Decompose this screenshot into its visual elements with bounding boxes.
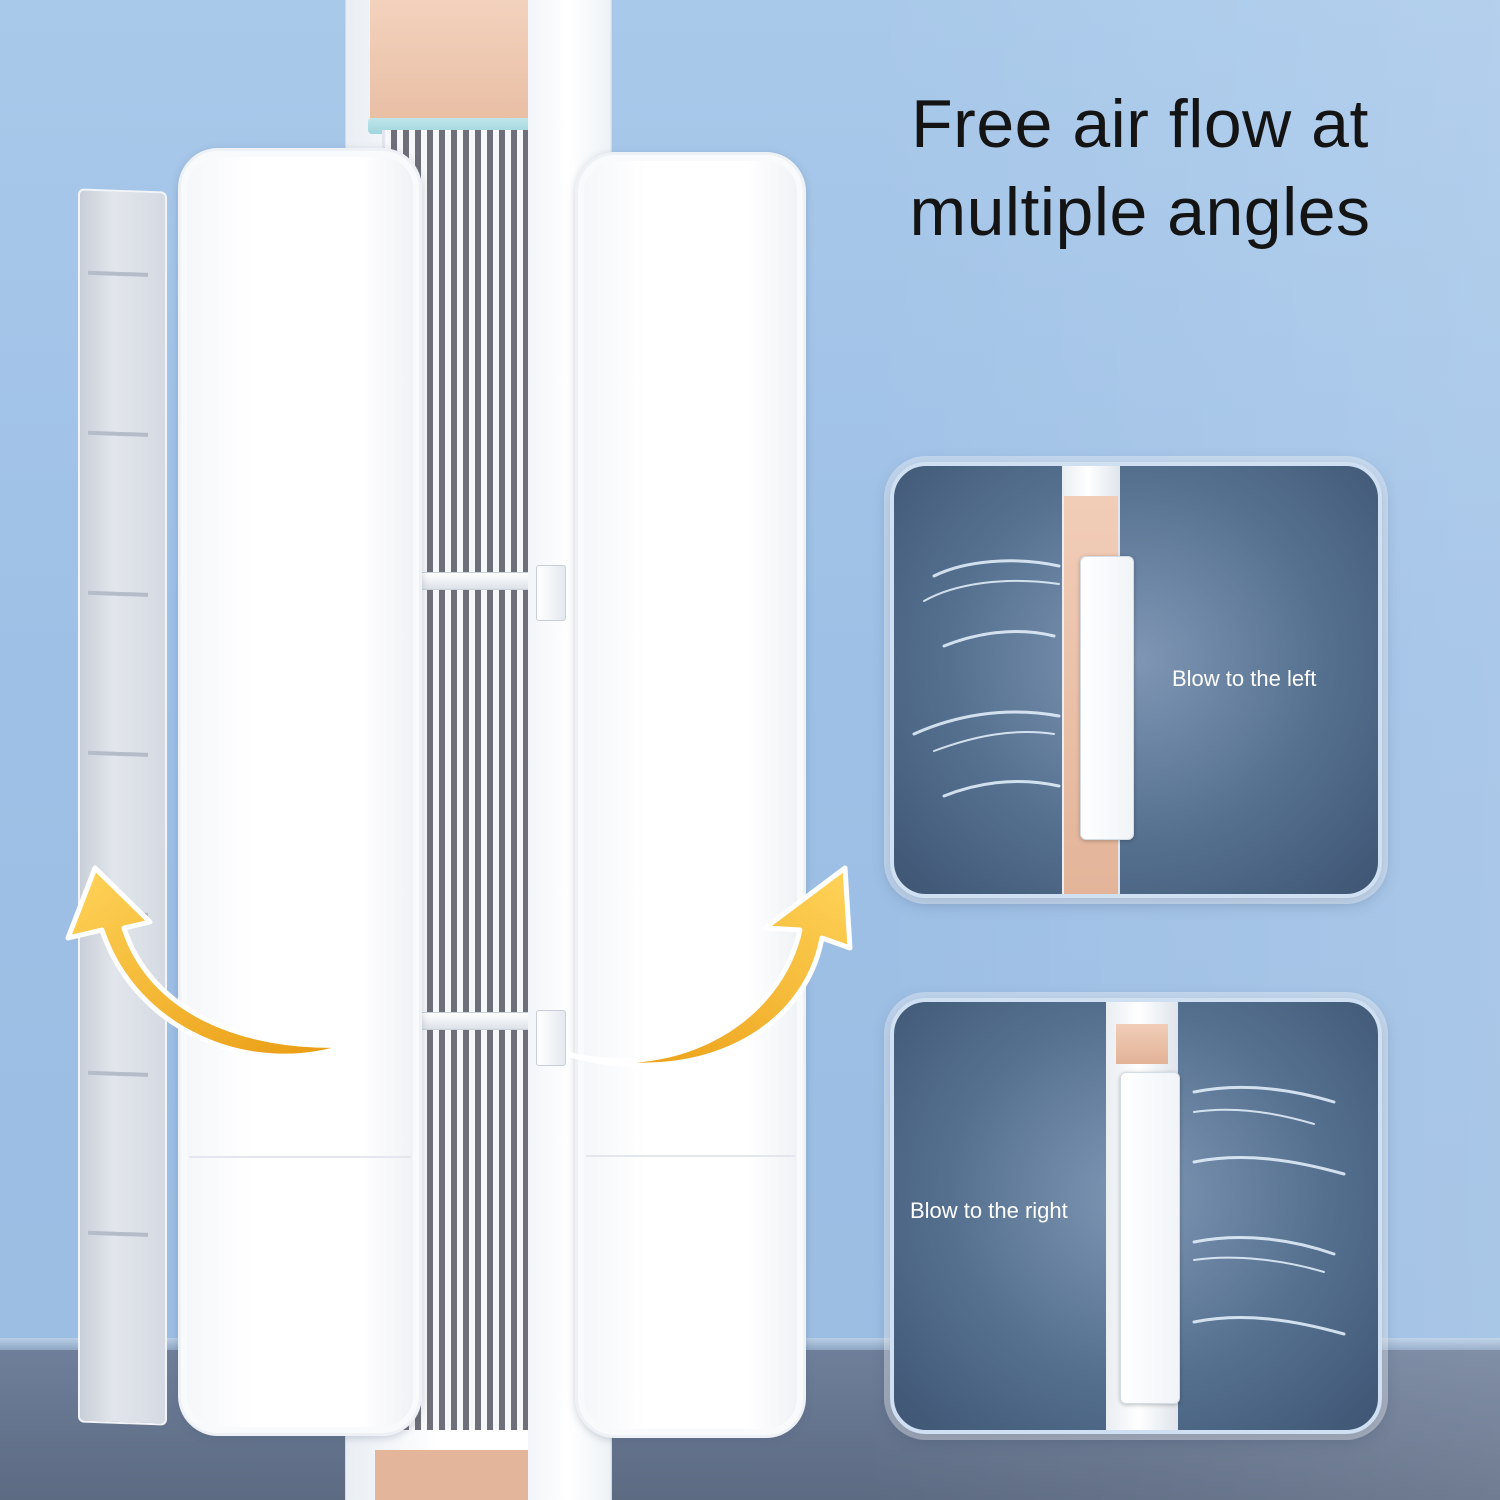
- ac-copper-top: [370, 0, 535, 130]
- headline: Free air flow at multiple angles: [860, 80, 1420, 256]
- panel-seam: [189, 1156, 411, 1158]
- ac-copper-bottom: [375, 1450, 535, 1500]
- frame-rib: [88, 270, 148, 277]
- rotate-left-arrow-icon: [65, 865, 353, 1059]
- panel-seam: [586, 1155, 795, 1157]
- deflector-panel-left: [178, 148, 422, 1436]
- deflector-panel-right: [575, 152, 806, 1438]
- air-conditioner-product: [65, 0, 853, 1500]
- wind-lines-left-icon: [912, 559, 1061, 798]
- frame-rib: [88, 750, 148, 757]
- wind-lines-right-icon: [1192, 1085, 1346, 1336]
- headline-line-2: multiple angles: [909, 174, 1371, 250]
- mini-deflector-panel: [1120, 1072, 1180, 1404]
- inset-blow-left: Blow to the left: [890, 462, 1382, 898]
- deflector-frame-back: [78, 188, 167, 1426]
- inset-label-left: Blow to the left: [1172, 666, 1317, 691]
- frame-rib: [88, 1230, 148, 1237]
- mini-ac-copper: [1116, 1024, 1168, 1064]
- inset-label-right: Blow to the right: [910, 1198, 1068, 1223]
- panel-clip-lower: [536, 1010, 566, 1066]
- frame-rib: [88, 590, 148, 597]
- rotate-right-arrow-icon: [567, 865, 853, 1068]
- headline-line-1: Free air flow at: [911, 86, 1369, 162]
- frame-rib: [88, 430, 148, 437]
- inset-blow-right: Blow to the right: [890, 998, 1382, 1434]
- mini-ac-cap: [1062, 466, 1120, 496]
- panel-clip-upper: [536, 565, 566, 621]
- mini-deflector-panel: [1080, 556, 1134, 840]
